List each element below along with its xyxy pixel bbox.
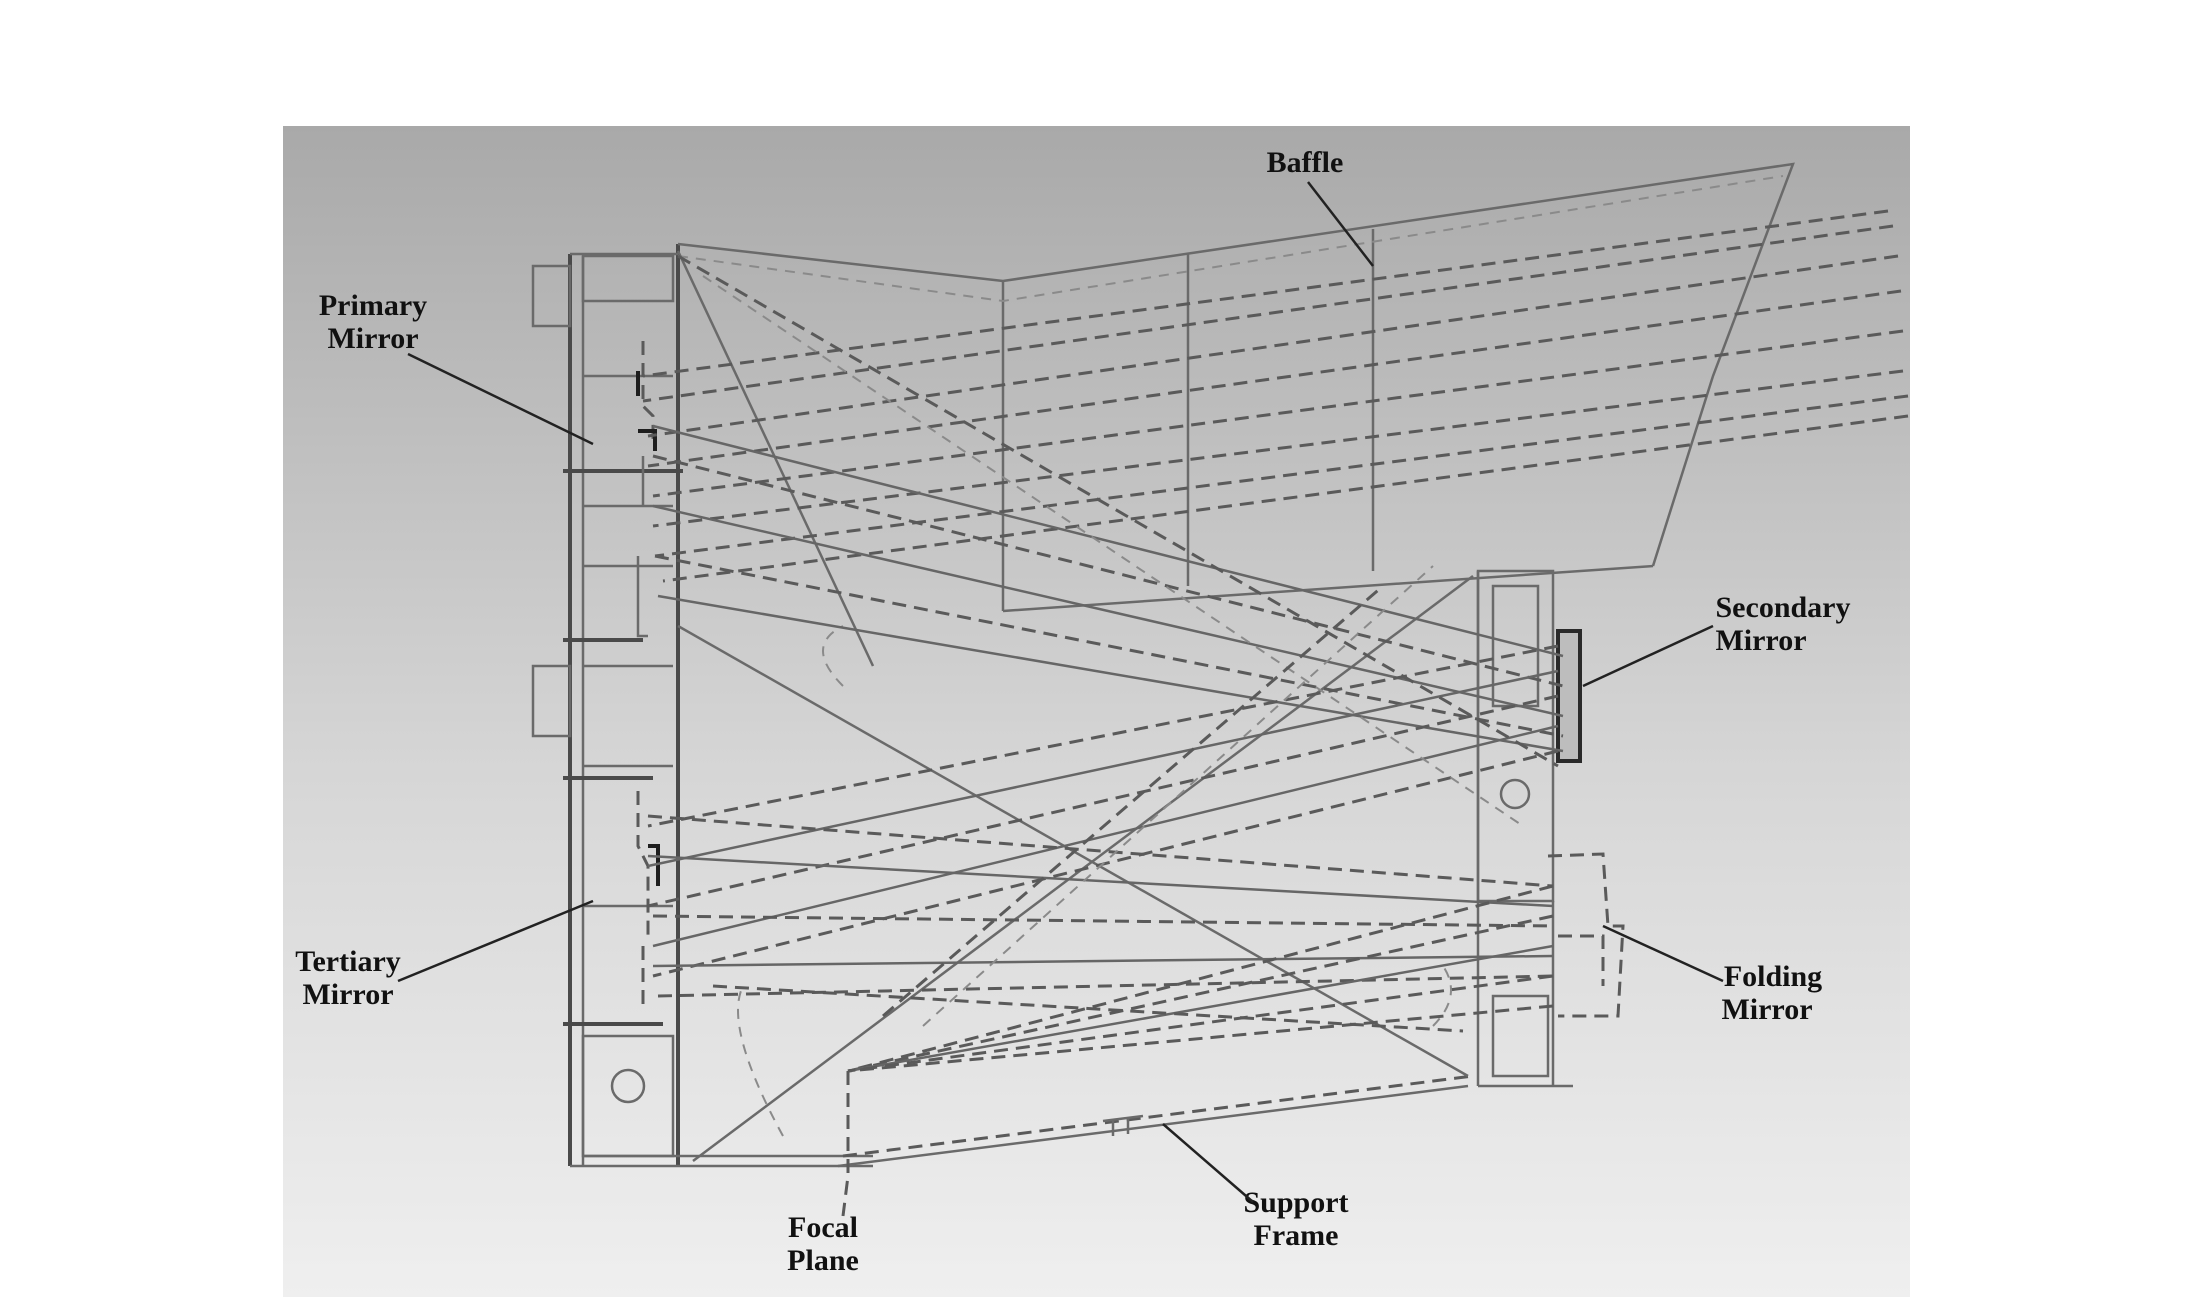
telescope-optical-layout-figure: Baffle Primary Mirror Secondary Mirror T… [283,126,1910,1297]
label-focal-plane: Focal Plane [787,1211,859,1277]
label-secondary-mirror: Secondary Mirror [1582,591,1851,688]
support-frame-structure [837,1074,1474,1168]
label-tertiary-mirror-line1: Tertiary [295,945,401,978]
label-focal-plane-line1: Focal [788,1211,858,1244]
focal-plane-element [841,1071,850,1217]
label-primary-mirror: Primary Mirror [319,289,594,446]
mirror-bench-frame [531,244,873,1168]
label-primary-mirror-line1: Primary [319,289,427,322]
label-tertiary-mirror: Tertiary Mirror [295,899,594,1011]
folding-mirror-element [1547,852,1625,1018]
secondary-folding-housing [1476,569,1573,1088]
figure-background [283,126,1910,1297]
secondary-mirror-element [1556,629,1582,763]
label-primary-mirror-line2: Mirror [327,322,418,355]
label-secondary-mirror-line2: Mirror [1715,624,1806,657]
label-folding-mirror: Folding Mirror [1602,924,1822,1026]
primary-mirror-shape [636,341,657,638]
label-baffle-text: Baffle [1267,146,1344,179]
optical-rays [642,209,1909,1073]
label-support-frame-line1: Support [1243,1186,1348,1219]
label-secondary-mirror-line1: Secondary [1716,591,1851,624]
label-folding-mirror-line2: Mirror [1721,993,1812,1026]
label-focal-plane-line2: Plane [787,1244,859,1277]
tertiary-mirror-shape [636,791,660,1006]
telescope-diagram-svg: Baffle Primary Mirror Secondary Mirror T… [283,126,1910,1297]
label-support-frame-line2: Frame [1254,1219,1339,1252]
label-tertiary-mirror-line2: Mirror [302,978,393,1011]
label-baffle: Baffle [1267,146,1374,267]
label-folding-mirror-line1: Folding [1724,960,1822,993]
label-support-frame: Support Frame [1162,1123,1349,1252]
